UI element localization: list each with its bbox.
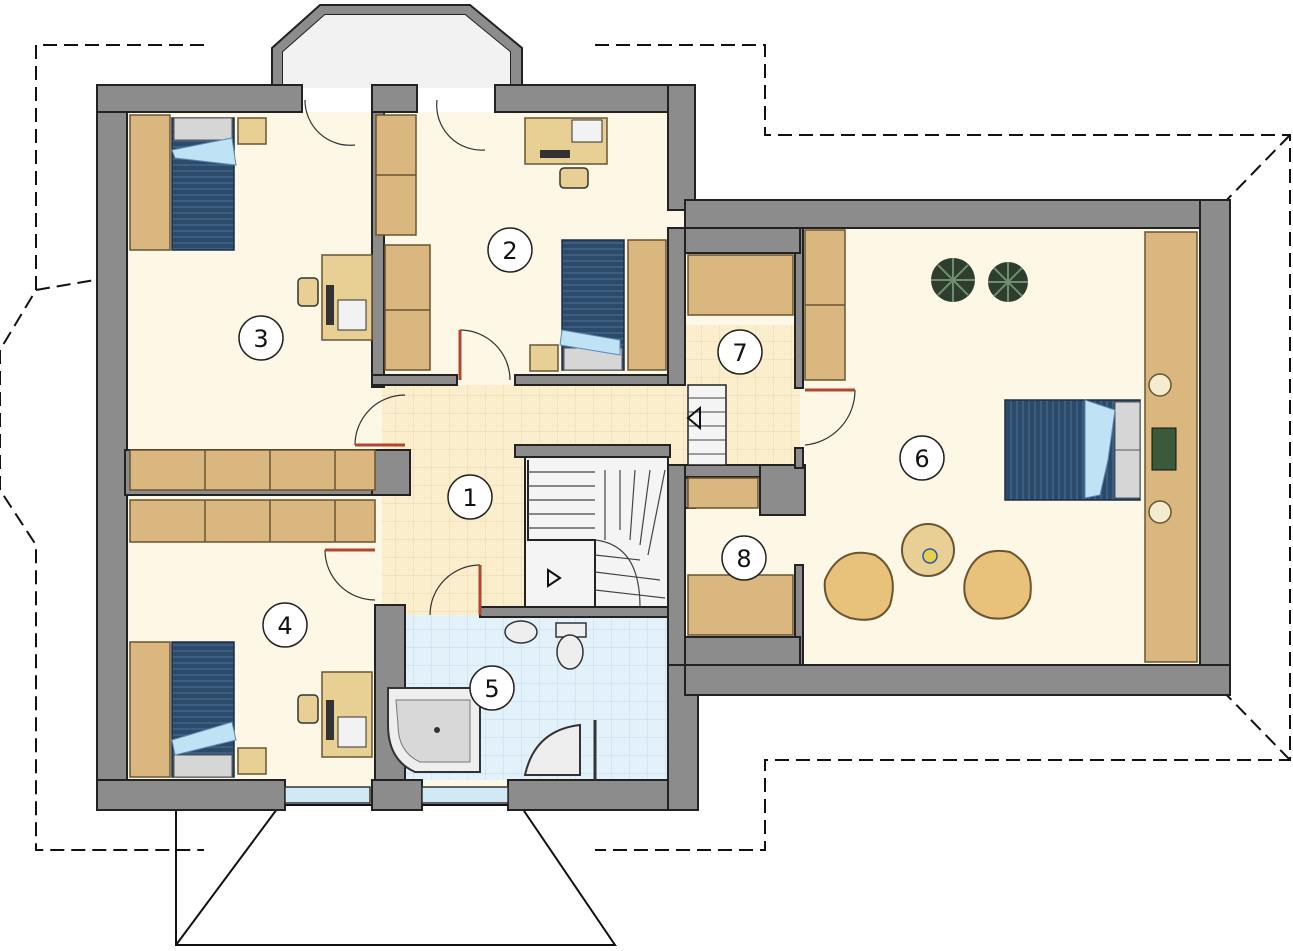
room-label-8: 8	[721, 535, 767, 581]
desk-icon	[321, 671, 373, 758]
bed-icon	[171, 641, 237, 778]
desk-icon	[524, 117, 608, 165]
nightstand	[529, 344, 559, 372]
armchair-icon	[823, 551, 894, 621]
room-label-6: 6	[899, 435, 945, 481]
chair-icon	[297, 694, 319, 724]
room-label-5: 5	[469, 665, 515, 711]
bed-icon	[1004, 399, 1141, 501]
lamp	[1148, 500, 1172, 524]
room-number: 2	[502, 237, 517, 265]
nightstand	[237, 747, 267, 775]
bed-icon	[559, 239, 625, 371]
room-label-circle	[469, 665, 515, 711]
room-label-circle	[447, 474, 493, 520]
room-label-circle	[238, 315, 284, 361]
toilet-icon	[555, 622, 587, 670]
chair-icon	[559, 167, 589, 189]
room-label-1: 1	[447, 474, 493, 520]
walls	[96, 84, 1231, 811]
bay-window	[271, 4, 523, 89]
nightstand	[237, 117, 267, 145]
room-label-3: 3	[238, 315, 284, 361]
plant-icon	[931, 258, 975, 302]
room-number: 6	[914, 445, 929, 473]
book-stack	[1151, 427, 1177, 471]
room-label-circle	[899, 435, 945, 481]
room-label-circle	[487, 227, 533, 273]
room-label-circle	[721, 535, 767, 581]
room-labels: 1 2 3 4 5 6 7 8	[238, 227, 945, 711]
wardrobes	[129, 114, 1198, 778]
room-number: 5	[484, 675, 499, 703]
doors	[304, 99, 856, 616]
room-label-7: 7	[717, 329, 763, 375]
lamp	[1148, 373, 1172, 397]
chair-icon	[297, 277, 319, 307]
bathtub-icon	[387, 687, 481, 773]
beds	[171, 117, 1141, 778]
sink-icon	[504, 620, 538, 644]
room-number: 1	[462, 484, 477, 512]
room-number: 8	[736, 545, 751, 573]
armchair-icon	[963, 549, 1032, 620]
room-label-circle	[262, 602, 308, 648]
room-label-2: 2	[487, 227, 533, 273]
stairs-icon	[524, 384, 727, 608]
shower-icon	[523, 720, 597, 780]
coffee-table	[901, 523, 955, 577]
plant-icon	[988, 262, 1028, 302]
furniture	[237, 117, 1177, 775]
room-label-4: 4	[262, 602, 308, 648]
room-number: 4	[277, 612, 292, 640]
room-number: 7	[732, 339, 747, 367]
bed-icon	[171, 117, 237, 251]
room-number: 3	[253, 325, 268, 353]
windows	[284, 786, 509, 804]
bathroom-fixtures	[387, 620, 597, 780]
room-label-circle	[717, 329, 763, 375]
desk-icon	[321, 254, 373, 341]
